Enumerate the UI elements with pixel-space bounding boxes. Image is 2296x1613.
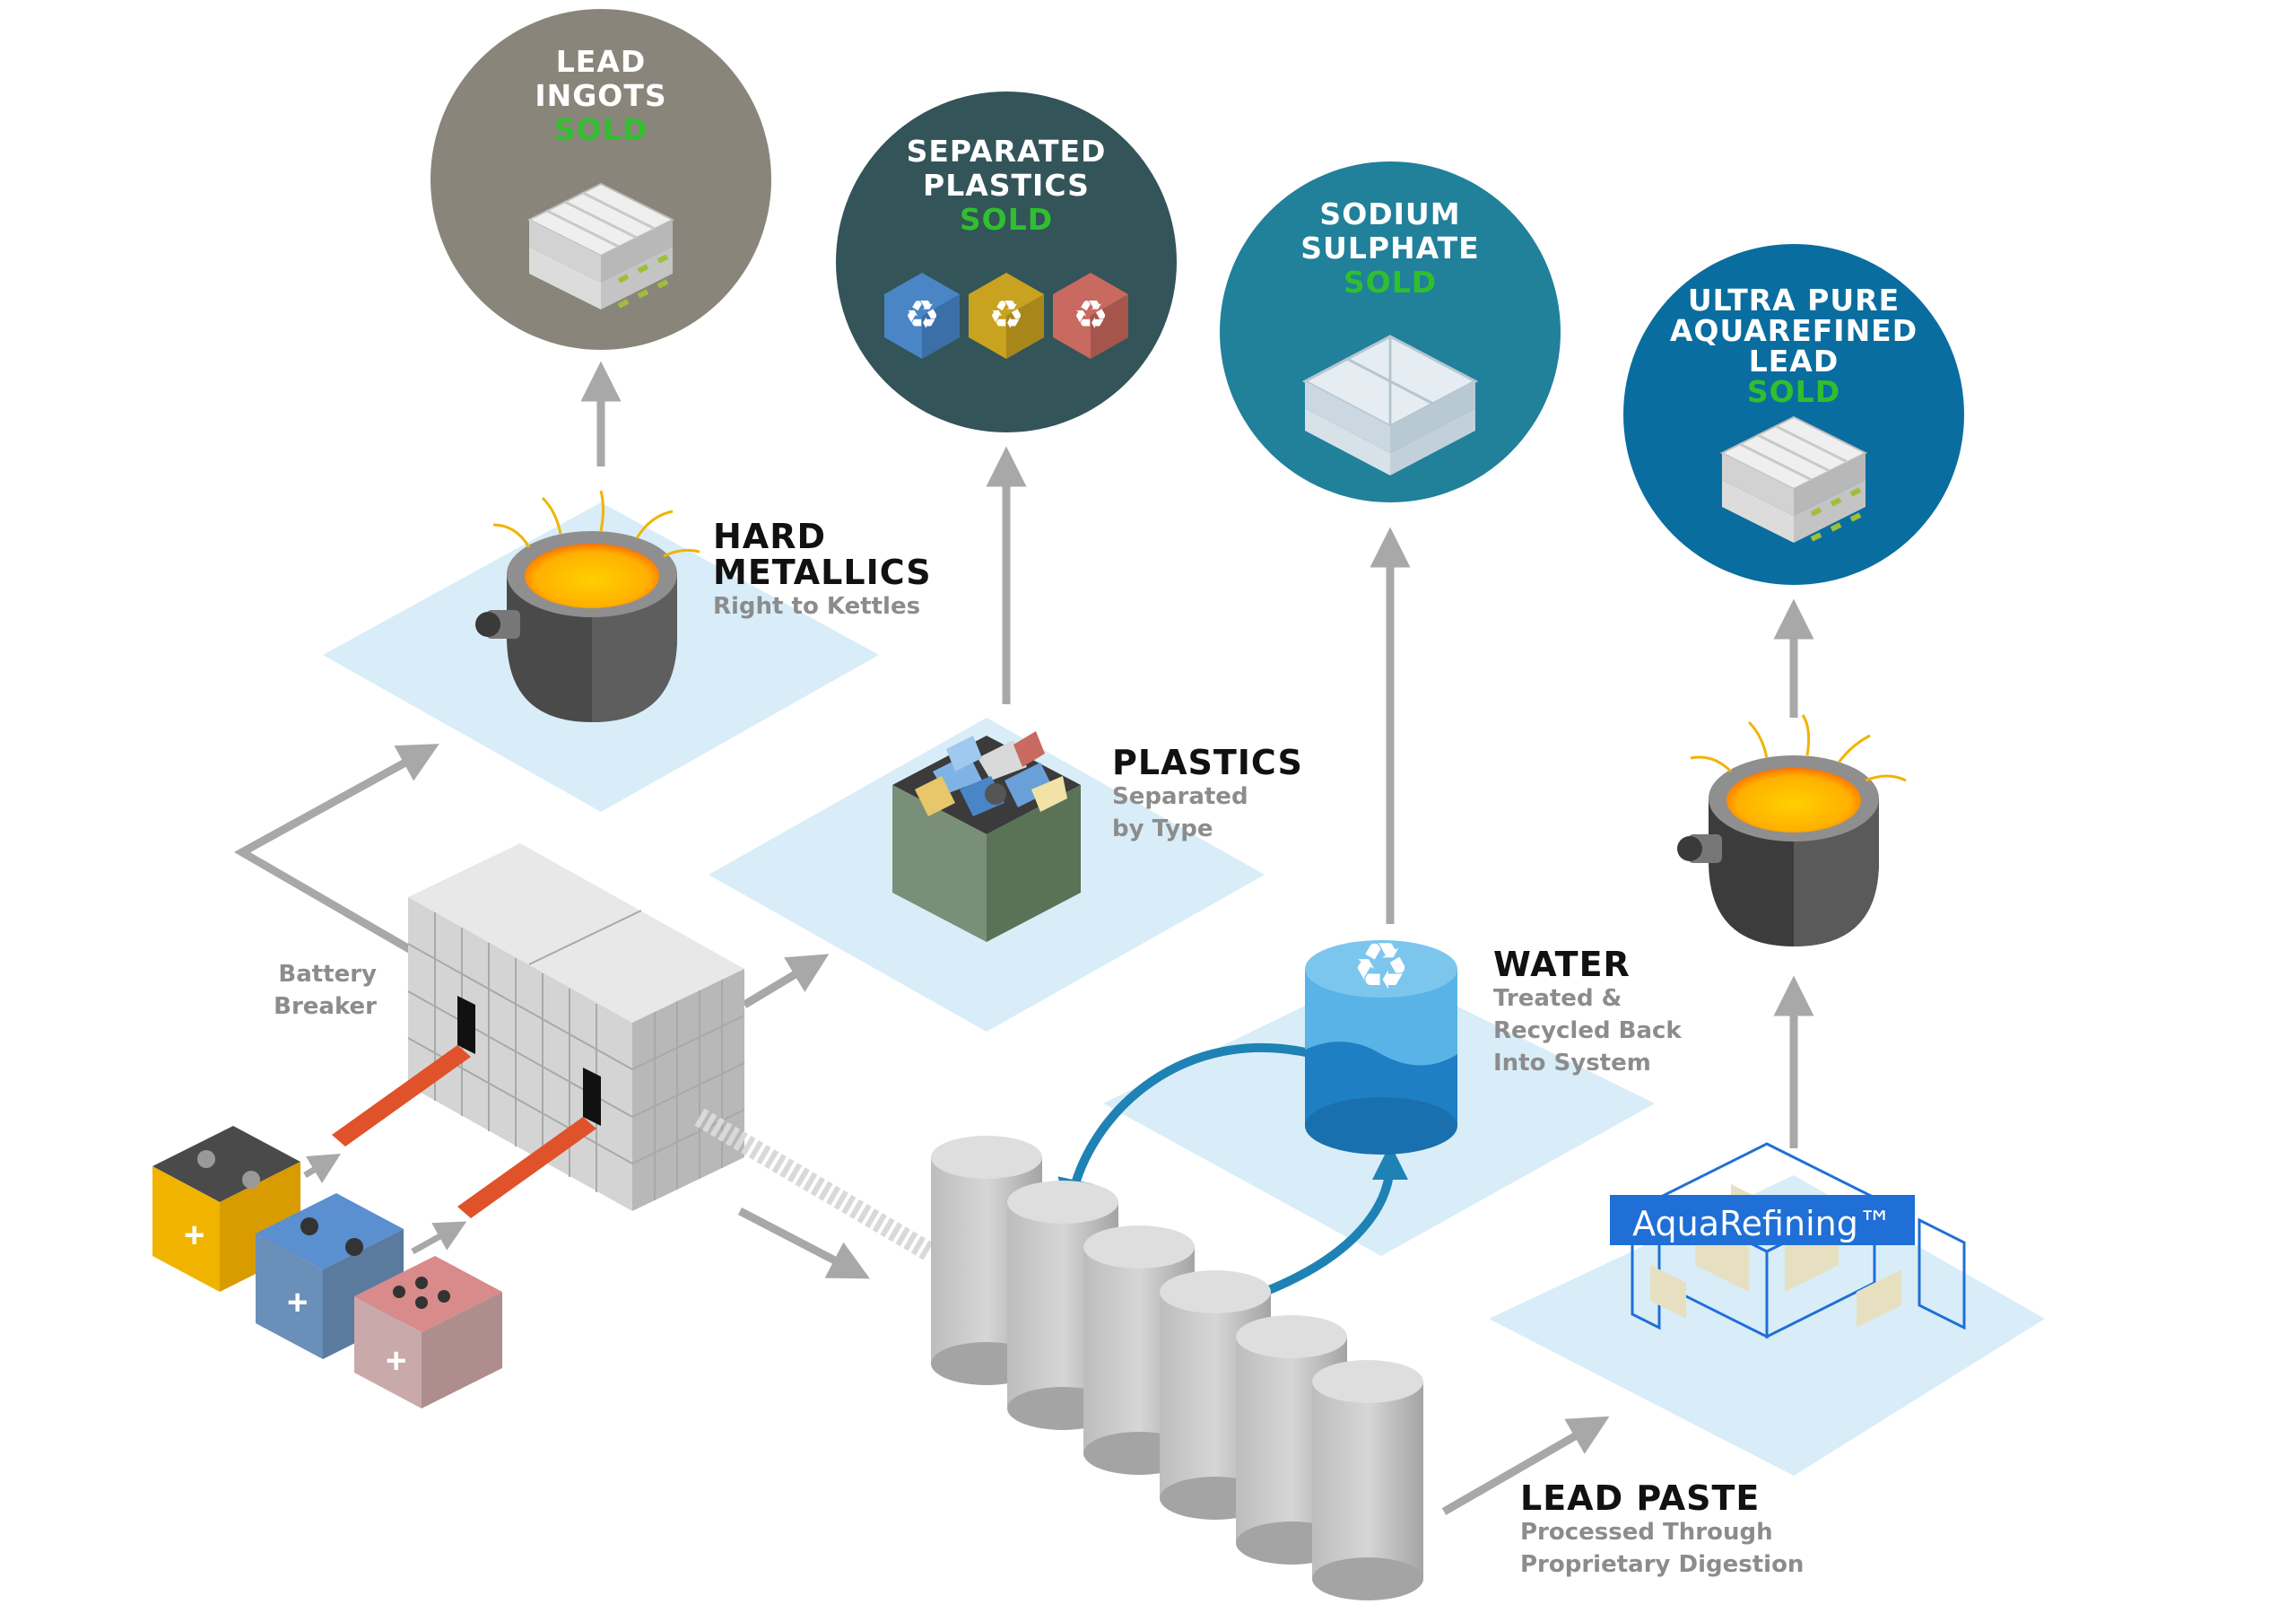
arrow-breaker-to-hard-metallics <box>233 744 439 955</box>
lead-ingots-label: LEAD INGOTS SOLD <box>475 45 726 147</box>
arrow-tanks-to-lead-paste <box>1441 1416 1610 1515</box>
lead-ingot-stack-icon <box>526 182 675 310</box>
sold-badge: SOLD <box>959 202 1054 237</box>
lead-ingot-stack-icon <box>1719 415 1868 543</box>
svg-text:♻: ♻ <box>904 292 939 338</box>
svg-text:♻: ♻ <box>1352 929 1411 1004</box>
svg-text:+: + <box>287 1283 308 1322</box>
kettle-icon <box>475 490 700 722</box>
arrow-breaker-to-tanks <box>737 1208 870 1279</box>
sodium-bag-icon <box>1301 335 1479 475</box>
aquarefining-module-icon <box>1610 1142 1966 1339</box>
water-label: WATER Treated & Recycled Back Into Syste… <box>1493 945 1682 1077</box>
arrow-battery-2 <box>411 1221 467 1255</box>
arrow-breaker-to-plastics <box>742 954 830 1008</box>
sold-badge: SOLD <box>1746 374 1841 409</box>
kettle-icon <box>1677 714 1907 946</box>
conveyor-belt <box>332 1045 471 1147</box>
battery-breaker-label: Battery Breaker <box>274 961 377 1020</box>
recycle-icon: ♻ <box>884 273 960 359</box>
hard-metallics-label: HARD METALLICS Right to Kettles <box>713 517 932 620</box>
screw-conveyor <box>694 1108 934 1260</box>
arrow-battery-1 <box>303 1153 342 1184</box>
lead-ingots-circle <box>430 9 771 350</box>
svg-text:+: + <box>184 1216 204 1255</box>
recycle-icon: ♻ <box>969 273 1044 359</box>
sodium-sulphate-label: SODIUM SULPHATE SOLD <box>1256 197 1525 300</box>
aquarefining-label: AquaRefining™ <box>1632 1204 1892 1243</box>
svg-text:♻: ♻ <box>1073 292 1108 338</box>
sold-badge: SOLD <box>553 112 648 147</box>
conveyor-belt <box>457 1117 596 1218</box>
plastics-label: PLASTICS Separated by Type <box>1112 743 1303 842</box>
separated-plastics-label: SEPARATED PLASTICS SOLD <box>872 135 1141 237</box>
plastic-bin-icon <box>892 731 1081 942</box>
battery-breaker-machine <box>407 843 745 1211</box>
recycle-icon: ♻ <box>1053 273 1128 359</box>
ultra-pure-lead-circle <box>1623 244 1964 585</box>
water-arrow-to-tanks <box>1057 1042 1316 1216</box>
digestion-tank-icon <box>931 1136 1423 1600</box>
water-tank-icon: ♻ <box>1305 929 1457 1155</box>
sold-badge: SOLD <box>1343 265 1438 300</box>
water-arrow-from-tanks <box>1263 1144 1408 1296</box>
lead-paste-label: LEAD PASTE Processed Through Proprietary… <box>1520 1478 1805 1578</box>
ultra-pure-lead-label: ULTRA PURE AQUAREFINED LEAD SOLD <box>1650 285 1937 407</box>
svg-text:+: + <box>386 1341 406 1381</box>
battery-icon: + <box>354 1256 502 1408</box>
svg-text:♻: ♻ <box>988 292 1023 338</box>
